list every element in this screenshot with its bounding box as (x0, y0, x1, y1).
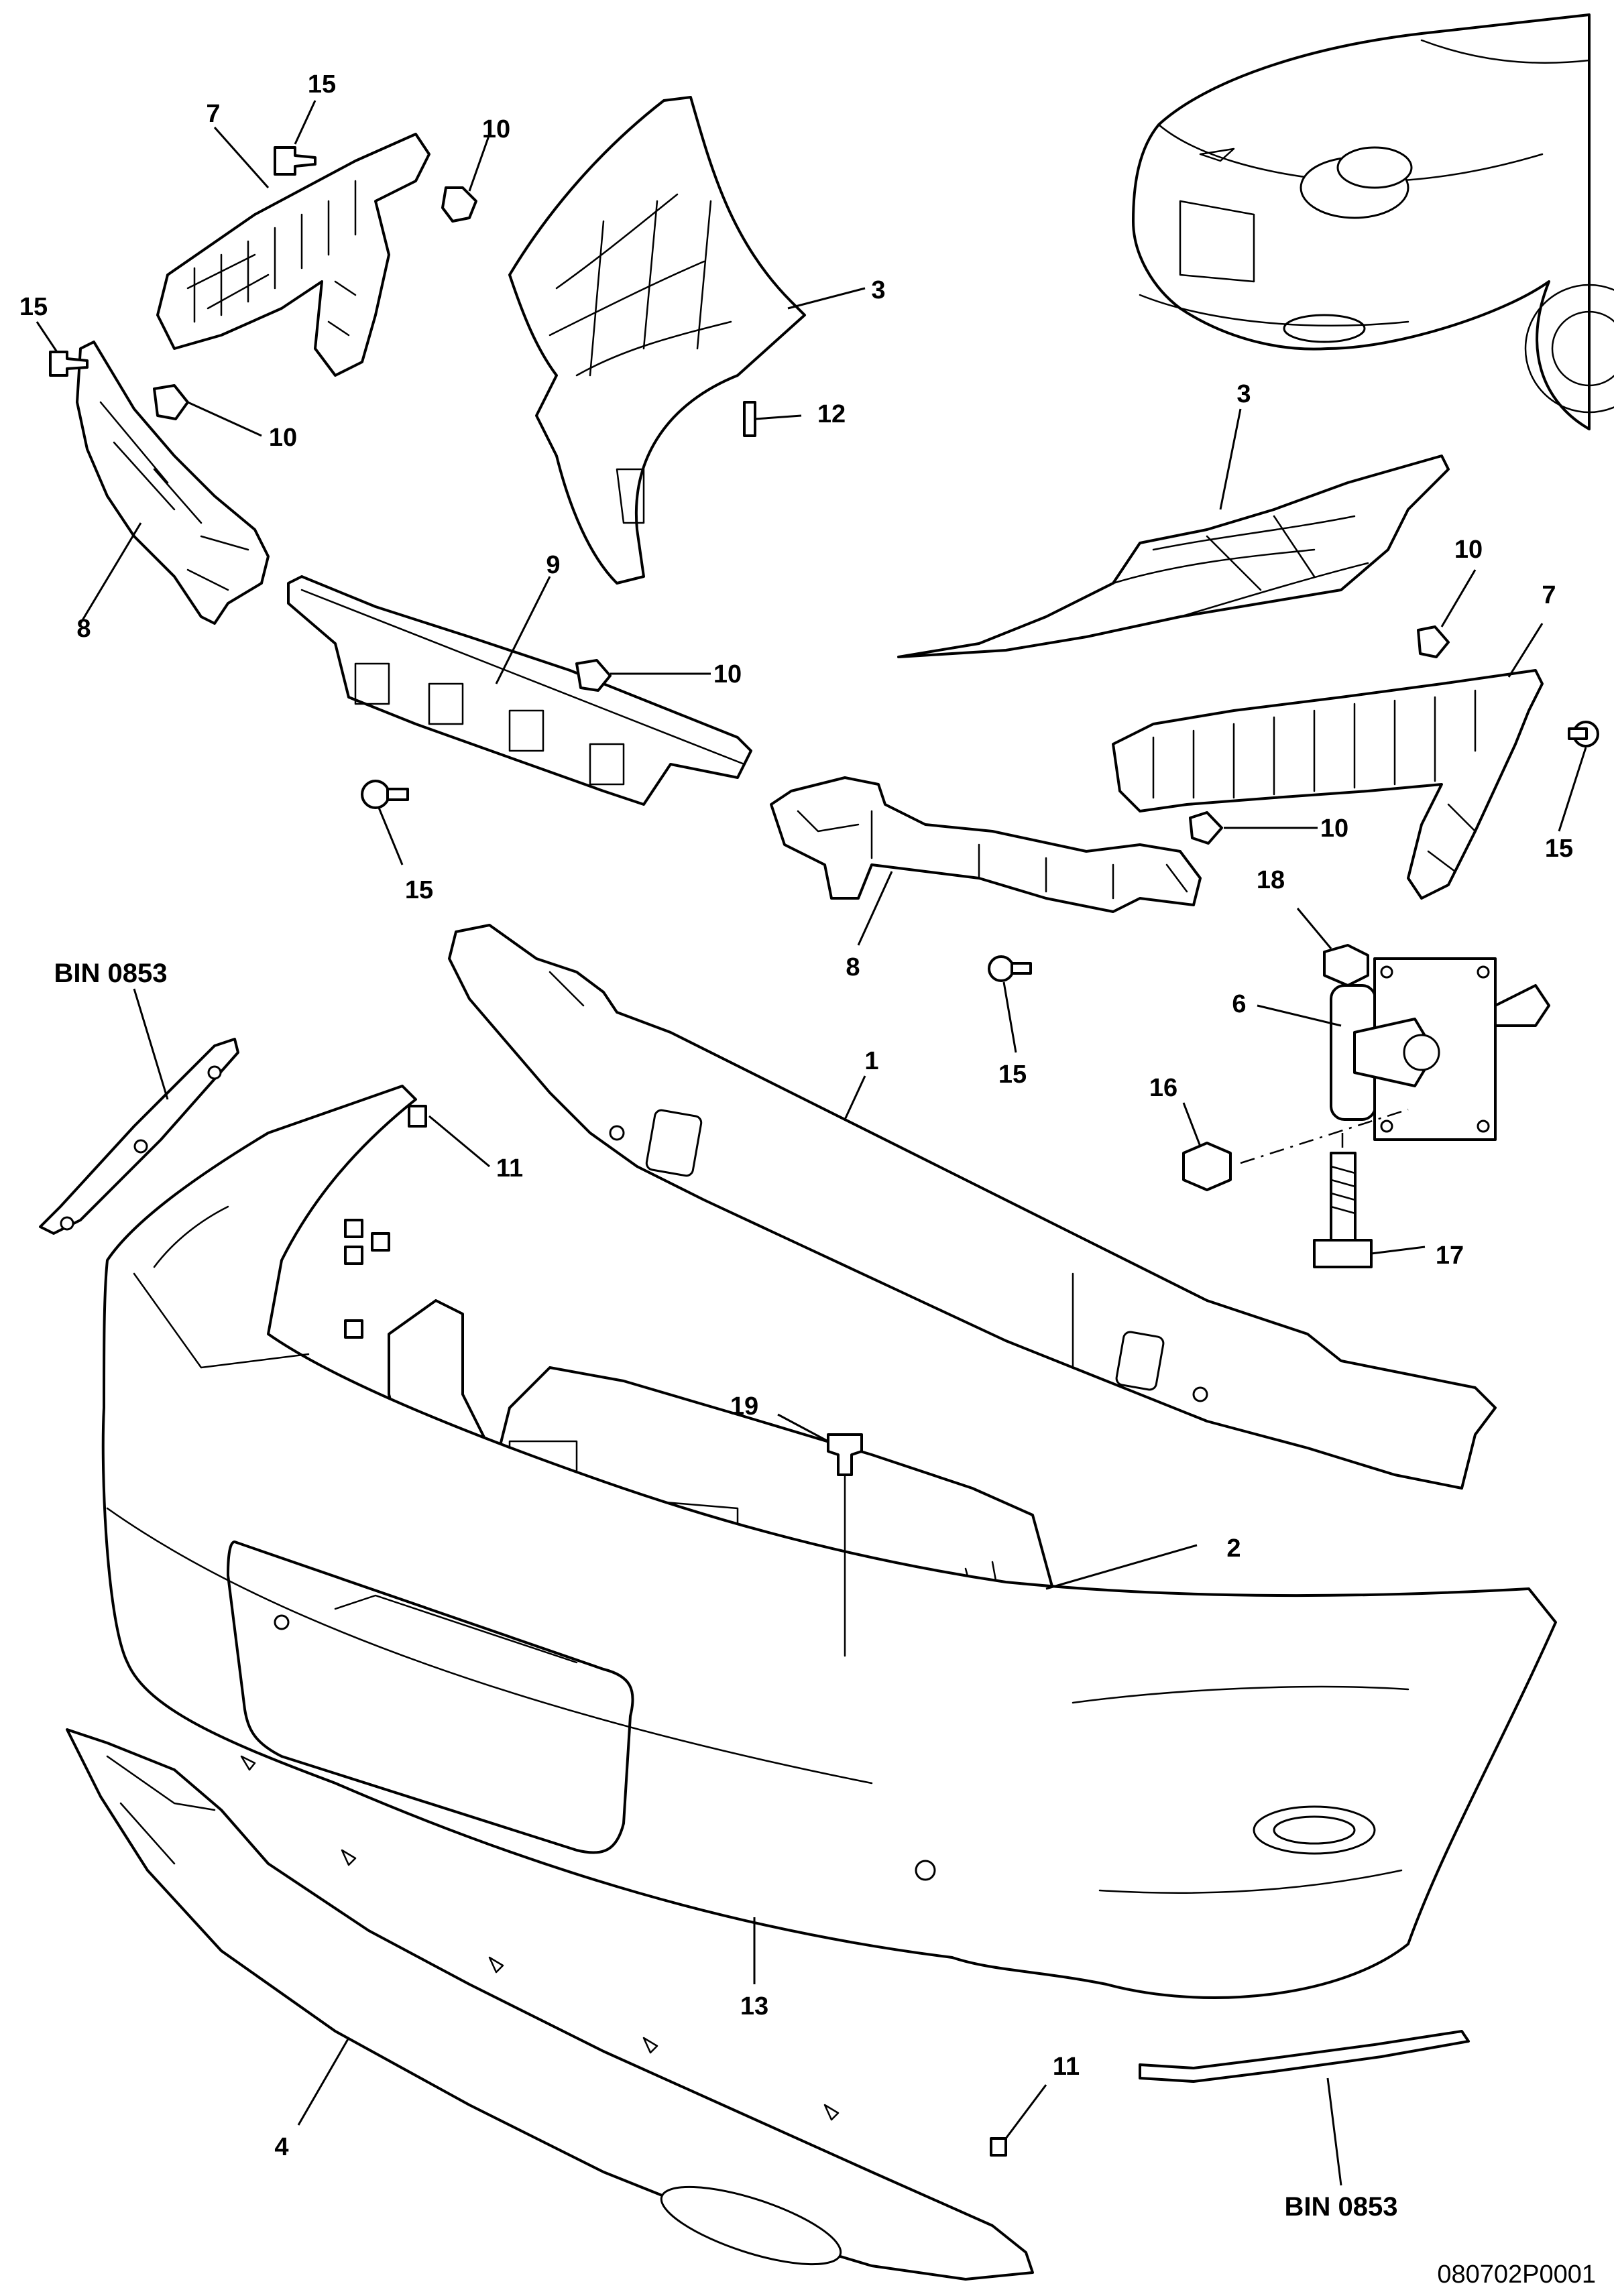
trim-strip-lower (1139, 2030, 1470, 2083)
clip-11-b (990, 2137, 1007, 2157)
fastener-15-c (361, 780, 409, 809)
part-6-tow-eye (1330, 957, 1550, 1141)
part-19-screw (827, 1433, 863, 1476)
clip-11-a (408, 1105, 427, 1128)
bin-reference-top: BIN 0853 (54, 959, 168, 988)
part-9-center-rail (287, 575, 752, 806)
callout-15: 15 (1545, 835, 1573, 863)
part-8-left-support (76, 341, 270, 625)
callout-8: 8 (76, 615, 91, 643)
part-12-pin (743, 401, 756, 437)
callout-15: 15 (405, 876, 433, 904)
callout-10: 10 (482, 115, 510, 143)
callout-1: 1 (864, 1047, 878, 1075)
callout-6: 6 (1232, 990, 1246, 1018)
callout-11: 11 (1053, 2053, 1080, 2081)
fastener-15-b (49, 351, 89, 377)
fastener-15-d (988, 955, 1032, 982)
fastener-10-a (441, 186, 477, 223)
bin-reference-bottom: BIN 0853 (1285, 2192, 1398, 2222)
trim-strip-upper (39, 1038, 239, 1235)
callout-7: 7 (1542, 581, 1556, 609)
callout-7: 7 (206, 100, 220, 128)
part-16-nut (1182, 1142, 1232, 1191)
callout-labels: 15 7 10 15 10 8 3 12 9 10 15 3 10 7 15 1… (19, 70, 1573, 2161)
car-rear-illustration (1132, 13, 1614, 430)
callout-19: 19 (730, 1392, 758, 1421)
callout-11: 11 (496, 1154, 523, 1183)
fastener-10-e (1189, 811, 1223, 845)
part-4-lower-diffuser (66, 1728, 1034, 2281)
callout-9: 9 (546, 551, 560, 579)
callout-8: 8 (846, 953, 860, 981)
fastener-10-d (1417, 625, 1450, 658)
part-3-right-arch-liner (897, 455, 1450, 658)
callout-16: 16 (1149, 1074, 1177, 1102)
callout-2: 2 (1226, 1534, 1241, 1563)
callout-17: 17 (1436, 1242, 1464, 1270)
part-1-absorber (448, 924, 1497, 1490)
part-17-bolt (1313, 1152, 1373, 1268)
callout-3: 3 (871, 276, 885, 304)
part-7-right-bracket (1112, 669, 1544, 900)
callout-18: 18 (1257, 866, 1285, 894)
callout-12: 12 (817, 400, 846, 428)
fastener-10-c (575, 659, 612, 692)
fastener-15-a (274, 146, 316, 176)
leader-lines (36, 100, 1587, 2186)
part-3-left-arch-liner (508, 96, 806, 585)
fastener-10-b (153, 384, 189, 420)
part-13-bumper-cover (101, 1085, 1557, 1999)
callout-10: 10 (1320, 814, 1348, 843)
part-7-left-bracket (156, 133, 430, 377)
callout-4: 4 (274, 2133, 288, 2161)
callout-10: 10 (713, 660, 742, 688)
callout-10: 10 (269, 424, 297, 452)
callout-15: 15 (308, 70, 336, 99)
callout-3: 3 (1236, 380, 1251, 408)
clips-on-cover (344, 1219, 390, 1339)
callout-15: 15 (19, 293, 48, 321)
part-8-right-support (770, 776, 1202, 913)
part-18-nut (1323, 944, 1369, 987)
fastener-15-e (1568, 721, 1599, 747)
callout-15: 15 (998, 1061, 1027, 1089)
callout-10: 10 (1454, 536, 1483, 564)
diagram-id: 080702P0001 (1437, 2260, 1596, 2289)
callout-13: 13 (740, 1992, 768, 2020)
